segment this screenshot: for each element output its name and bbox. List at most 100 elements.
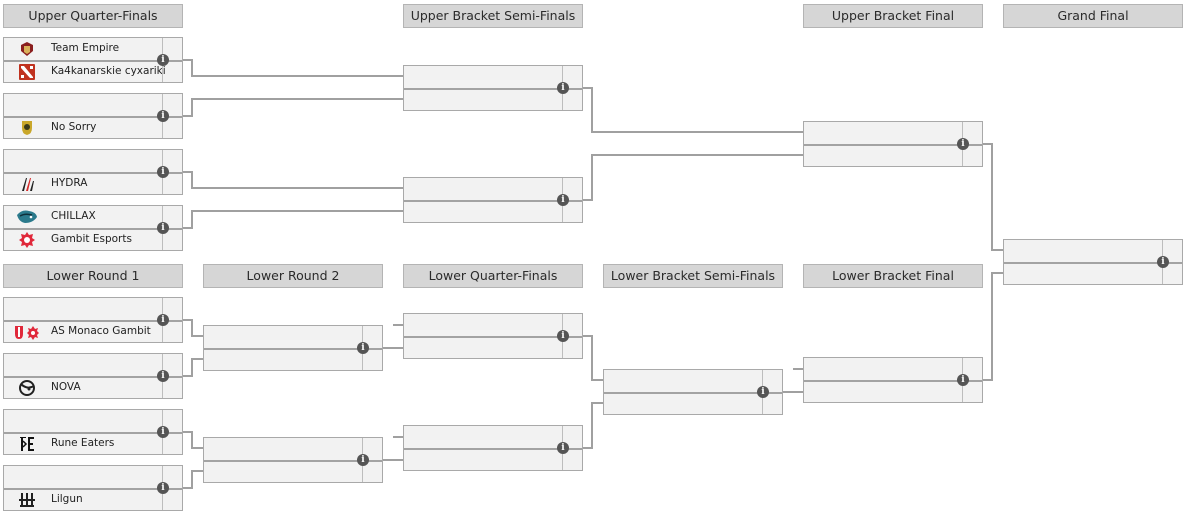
match-grand-final[interactable]: i — [1003, 239, 1183, 285]
match-ubsf-2[interactable]: i — [403, 177, 583, 223]
match-info-icon[interactable]: i — [557, 194, 569, 206]
team-name: HYDRA — [51, 177, 88, 189]
team-slot-empty — [404, 337, 562, 359]
team-slot[interactable]: NOVA — [4, 377, 162, 399]
match-lr2-2[interactable]: i — [203, 437, 383, 483]
header-upper-bracket-final: Upper Bracket Final — [803, 4, 983, 28]
match-ubf[interactable]: i — [803, 121, 983, 167]
team-slot-empty — [204, 326, 362, 348]
team-slot-empty — [4, 94, 162, 116]
match-ubsf-1[interactable]: i — [403, 65, 583, 111]
header-lower-bracket-semi-finals: Lower Bracket Semi-Finals — [603, 264, 783, 288]
match-lqf-1[interactable]: i — [403, 313, 583, 359]
match-info-icon[interactable]: i — [157, 314, 169, 326]
header-lower-bracket-final: Lower Bracket Final — [803, 264, 983, 288]
match-info-icon[interactable]: i — [157, 370, 169, 382]
match-info-icon[interactable]: i — [157, 166, 169, 178]
team-slot-empty — [404, 178, 562, 200]
team-slot-empty — [4, 298, 162, 320]
team-slot-empty — [404, 89, 562, 111]
team-name: Ka4kanarskie cyxariki — [51, 65, 166, 77]
match-uqf-1[interactable]: Team Empire Ka4kanarskie cyxariki i — [3, 37, 183, 83]
match-lr1-1[interactable]: AS Monaco Gambit i — [3, 297, 183, 343]
nova-logo-icon — [16, 380, 38, 396]
match-lbsf[interactable]: i — [603, 369, 783, 415]
match-lr1-3[interactable]: Rune Eaters i — [3, 409, 183, 455]
match-lr1-4[interactable]: Lilgun i — [3, 465, 183, 511]
team-slot-empty — [404, 201, 562, 223]
as-monaco-gambit-logo-icon — [13, 324, 41, 340]
match-info-icon[interactable]: i — [357, 342, 369, 354]
match-uqf-3[interactable]: HYDRA i — [3, 149, 183, 195]
team-slot-empty — [4, 466, 162, 488]
match-info-icon[interactable]: i — [157, 222, 169, 234]
team-slot[interactable]: Gambit Esports — [4, 229, 162, 251]
team-slot[interactable]: Ka4kanarskie cyxariki — [4, 61, 166, 83]
match-lbf[interactable]: i — [803, 357, 983, 403]
team-slot-empty — [204, 438, 362, 460]
team-slot-empty — [4, 410, 162, 432]
team-slot-empty — [804, 122, 962, 144]
match-info-icon[interactable]: i — [157, 482, 169, 494]
match-info-icon[interactable]: i — [557, 442, 569, 454]
header-lower-quarter-finals: Lower Quarter-Finals — [403, 264, 583, 288]
team-slot-empty — [404, 66, 562, 88]
team-slot-empty — [204, 461, 362, 483]
team-name: Gambit Esports — [51, 233, 132, 245]
team-name: No Sorry — [51, 121, 97, 133]
team-slot[interactable]: HYDRA — [4, 173, 162, 195]
header-lower-round-1: Lower Round 1 — [3, 264, 183, 288]
match-info-icon[interactable]: i — [957, 138, 969, 150]
team-slot-empty — [4, 354, 162, 376]
match-info-icon[interactable]: i — [157, 54, 169, 66]
team-slot-empty — [404, 449, 562, 471]
match-lqf-2[interactable]: i — [403, 425, 583, 471]
header-upper-bracket-semi-finals: Upper Bracket Semi-Finals — [403, 4, 583, 28]
team-slot[interactable]: Rune Eaters — [4, 433, 162, 455]
team-name: NOVA — [51, 381, 81, 393]
team-slot-empty — [1004, 240, 1162, 262]
match-lr1-2[interactable]: NOVA i — [3, 353, 183, 399]
team-name: CHILLAX — [51, 210, 96, 222]
no-sorry-logo-icon — [18, 120, 36, 136]
team-slot[interactable]: Lilgun — [4, 489, 162, 511]
match-info-icon[interactable]: i — [557, 330, 569, 342]
team-slot-empty — [404, 426, 562, 448]
match-info-icon[interactable]: i — [157, 110, 169, 122]
team-slot-empty — [1004, 263, 1162, 285]
match-info-icon[interactable]: i — [757, 386, 769, 398]
match-uqf-4[interactable]: CHILLAX Gambit Esports i — [3, 205, 183, 251]
team-slot-empty — [4, 150, 162, 172]
team-slot-empty — [804, 381, 962, 403]
team-name: Rune Eaters — [51, 437, 115, 449]
team-slot-empty — [604, 393, 762, 415]
team-empire-logo-icon — [18, 41, 36, 57]
match-lr2-1[interactable]: i — [203, 325, 383, 371]
match-info-icon[interactable]: i — [957, 374, 969, 386]
team-slot-empty — [804, 145, 962, 167]
team-name: Team Empire — [51, 42, 120, 54]
hydra-logo-icon — [18, 176, 36, 192]
team-name: Lilgun — [51, 493, 83, 505]
team-slot[interactable]: CHILLAX — [4, 206, 162, 228]
team-slot[interactable]: AS Monaco Gambit — [4, 321, 162, 343]
team-slot-empty — [604, 370, 762, 392]
team-slot-empty — [404, 314, 562, 336]
match-info-icon[interactable]: i — [157, 426, 169, 438]
rune-eaters-logo-icon — [18, 436, 36, 452]
chillax-logo-icon — [16, 209, 38, 225]
header-lower-round-2: Lower Round 2 — [203, 264, 383, 288]
team-slot-empty — [804, 358, 962, 380]
match-uqf-2[interactable]: No Sorry i — [3, 93, 183, 139]
team-slot[interactable]: Team Empire — [4, 38, 162, 60]
lilgun-logo-icon — [18, 492, 36, 508]
match-info-icon[interactable]: i — [357, 454, 369, 466]
match-info-icon[interactable]: i — [1157, 256, 1169, 268]
gambit-logo-icon — [18, 232, 36, 248]
match-info-icon[interactable]: i — [557, 82, 569, 94]
team-slot-empty — [204, 349, 362, 371]
team-slot[interactable]: No Sorry — [4, 117, 162, 139]
team-name: AS Monaco Gambit — [51, 325, 151, 337]
dota2-logo-icon — [18, 64, 36, 80]
